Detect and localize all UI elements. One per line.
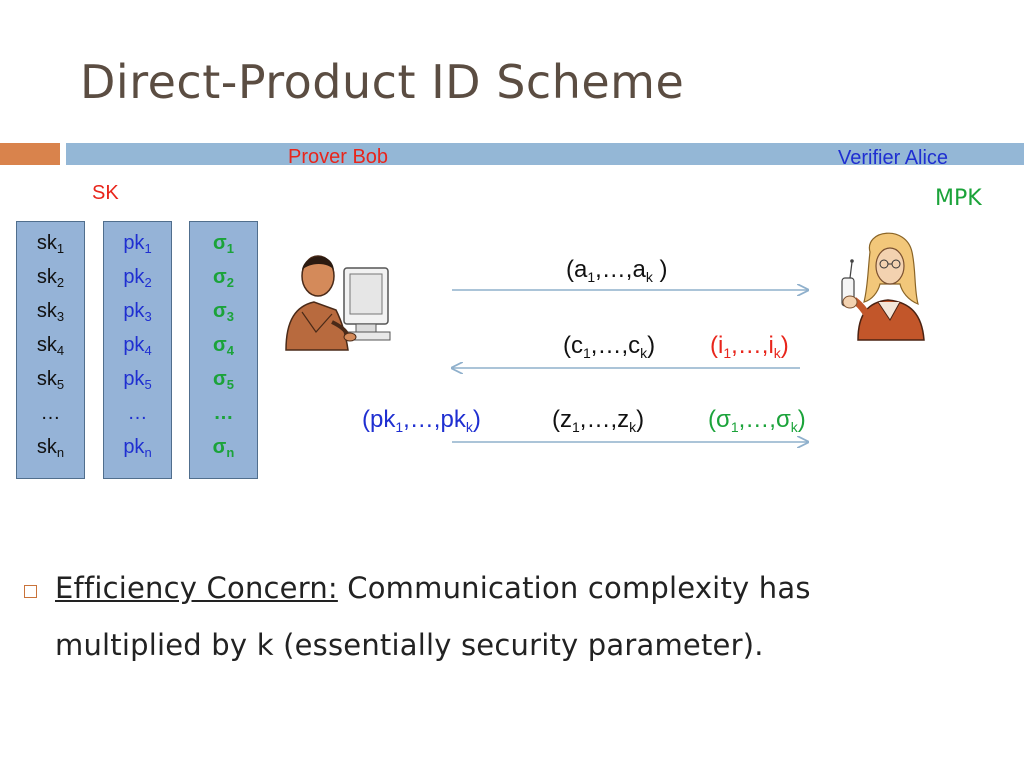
- secret-key-column: sk1 sk2 sk3 sk4 sk5 … skn: [16, 221, 85, 479]
- pk-cell: pkn: [123, 436, 152, 460]
- header-bar: [66, 143, 1024, 165]
- bullet-line-1: Efficiency Concern: Communication comple…: [55, 571, 811, 605]
- sigma-cell: σ4: [213, 334, 234, 358]
- pk-cell: pk2: [123, 266, 152, 290]
- bullet-line-2: multiplied by k (essentially security pa…: [55, 628, 764, 662]
- sigma-cell: σn: [212, 436, 235, 460]
- master-public-key-label: MPK: [935, 186, 982, 211]
- pk-cell: pk4: [123, 334, 152, 358]
- signatures-message: (σ1,…,σk): [708, 406, 806, 435]
- pk-cell: pk3: [123, 300, 152, 324]
- prover-label: Prover Bob: [288, 146, 389, 168]
- sk-cell: sk1: [36, 232, 65, 256]
- bullet-text-1: Communication complexity has: [337, 571, 811, 605]
- pk-cell: …: [127, 402, 148, 424]
- sk-cell: sk5: [36, 368, 65, 392]
- bullet-square-icon: [24, 585, 37, 598]
- woman-with-phone-icon: [841, 232, 925, 341]
- sigma-cell: …: [213, 402, 234, 424]
- challenge-message: (c1,…,ck): [563, 332, 656, 361]
- pk-cell: pk1: [123, 232, 152, 256]
- sk-cell: sk3: [36, 300, 65, 324]
- sigma-cell: σ2: [213, 266, 234, 290]
- sk-cell: sk4: [36, 334, 65, 358]
- sk-cell: sk2: [36, 266, 65, 290]
- sigma-cell: σ3: [213, 300, 234, 324]
- public-key-column: pk1 pk2 pk3 pk4 pk5 … pkn: [103, 221, 172, 479]
- public-keys-message: (pk1,…,pkk): [362, 406, 481, 435]
- sigma-cell: σ1: [213, 232, 234, 256]
- commit-message: (a1,…,ak ): [566, 256, 668, 285]
- sk-cell: skn: [36, 436, 65, 460]
- sigma-cell: σ5: [213, 368, 234, 392]
- pk-cell: pk5: [123, 368, 152, 392]
- bullet-heading: Efficiency Concern:: [55, 571, 338, 605]
- slide-title: Direct-Product ID Scheme: [80, 55, 685, 109]
- index-message: (i1,…,ik): [710, 332, 789, 361]
- man-at-computer-icon: [285, 255, 391, 351]
- accent-bar: [0, 143, 60, 165]
- signature-column: σ1 σ2 σ3 σ4 σ5 … σn: [189, 221, 258, 479]
- response-message: (z1,…,zk): [552, 406, 645, 435]
- sk-cell: …: [40, 402, 61, 424]
- verifier-label: Verifier Alice: [838, 147, 949, 169]
- secret-key-label: SK: [92, 182, 119, 204]
